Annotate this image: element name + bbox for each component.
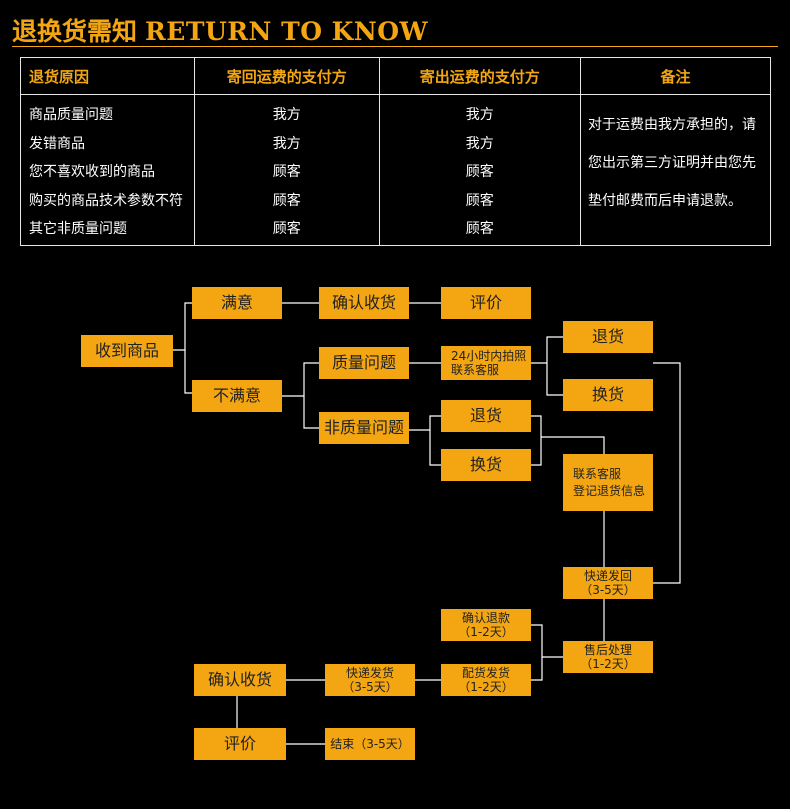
reason-cell: 购买的商品技术参数不符: [29, 192, 183, 209]
column-header-return-payer: 寄回运费的支付方: [193, 57, 380, 95]
node-express-ship-line2: （3-5天）: [342, 680, 398, 694]
node-confirm-refund: 确认退款（1-2天）: [441, 609, 531, 641]
return-payer-column: 我方 我方 顾客 顾客 顾客: [193, 94, 380, 246]
node-contact-24h: 24小时内拍照联系客服: [441, 346, 531, 380]
node-express-back-line2: （3-5天）: [580, 583, 636, 597]
send-payer-cell: 顾客: [465, 164, 494, 180]
connector-unsatisfied-quality: [282, 362, 319, 397]
node-contact-24h-line1: 24小时内拍照: [451, 348, 527, 363]
return-policy-table: 退货原因 寄回运费的支付方 寄出运费的支付方 备注 商品质量问题 发错商品 您不…: [20, 57, 771, 246]
reason-cell: 您不喜欢收到的商品: [29, 164, 155, 180]
node-non-quality-issue: 非质量问题: [319, 412, 409, 444]
node-return-mid: 退货: [441, 400, 531, 432]
node-confirm-refund-line1: 确认退款: [461, 610, 510, 625]
reason-cell: 其它非质量问题: [29, 221, 127, 237]
reason-column: 商品质量问题 发错商品 您不喜欢收到的商品 购买的商品技术参数不符 其它非质量问…: [20, 94, 195, 246]
node-ship-out-line1: 配货发货: [461, 665, 510, 680]
node-exchange-mid: 换货: [441, 449, 531, 481]
column-header-note: 备注: [580, 57, 771, 95]
connector-aftersales-ship: [531, 657, 543, 681]
connector-aftersales-refund: [531, 624, 563, 658]
node-confirm-refund-line2: （1-2天）: [458, 625, 514, 639]
note-line: 对于运费由我方承担的，请: [588, 117, 757, 133]
node-receive-goods: 收到商品: [81, 335, 173, 367]
node-express-ship: 快递发货（3-5天）: [325, 664, 415, 696]
connector-unsatisfied-nonquality: [303, 396, 319, 429]
node-quality-issue: 质量问题: [319, 347, 409, 379]
table-body-row: 商品质量问题 发错商品 您不喜欢收到的商品 购买的商品技术参数不符 其它非质量问…: [20, 94, 771, 246]
node-contact-register: 联系客服登记退货信息: [563, 454, 653, 511]
node-review-bottom: 评价: [194, 728, 286, 760]
node-confirm-receipt-bottom: 确认收货: [194, 664, 286, 696]
node-contact-24h-line2: 联系客服: [451, 363, 500, 377]
node-unsatisfied: 不满意: [192, 380, 282, 412]
reason-cell: 发错商品: [29, 135, 85, 152]
return-payer-cell: 我方: [272, 107, 301, 123]
connector-nonquality-return: [409, 415, 441, 431]
node-express-ship-line1: 快递发货: [345, 665, 394, 680]
return-payer-cell: 顾客: [272, 192, 301, 209]
node-express-back-line1: 快递发回: [583, 568, 632, 583]
send-payer-cell: 顾客: [465, 221, 494, 237]
node-return-top: 退货: [563, 321, 653, 353]
connector-mid-bracket: [531, 415, 542, 466]
node-satisfied: 满意: [192, 287, 282, 319]
connector-top-to-express-back: [653, 362, 681, 584]
node-end: 结束（3-5天）: [325, 728, 415, 760]
connector-receive-unsatisfied: [184, 350, 192, 394]
connector-contact-return: [531, 336, 563, 364]
connector-mid-to-register: [541, 436, 605, 454]
node-after-sales-line2: （1-2天）: [580, 657, 636, 671]
return-payer-cell: 顾客: [272, 164, 301, 180]
note-line: 垫付邮费而后申请退款。: [588, 193, 743, 209]
send-payer-cell: 我方: [465, 135, 494, 152]
title-chinese: 退换货需知: [12, 17, 138, 46]
node-ship-out-line2: （1-2天）: [458, 680, 514, 694]
node-after-sales-line1: 售后处理: [583, 642, 632, 657]
column-header-send-payer: 寄出运费的支付方: [378, 57, 582, 95]
node-exchange-top: 换货: [563, 379, 653, 411]
node-review-top: 评价: [441, 287, 531, 319]
column-header-reason: 退货原因: [20, 57, 195, 95]
connector-contact-exchange: [546, 363, 563, 396]
send-payer-cell: 我方: [465, 107, 494, 123]
node-express-back: 快递发回（3-5天）: [563, 567, 653, 599]
title-divider: [12, 46, 778, 47]
title-english: RETURN TO KNOW: [145, 17, 429, 46]
node-confirm-receipt-top: 确认收货: [319, 287, 409, 319]
return-payer-cell: 顾客: [272, 221, 301, 237]
table-header-row: 退货原因 寄回运费的支付方 寄出运费的支付方 备注: [20, 57, 771, 95]
return-payer-cell: 我方: [272, 135, 301, 152]
node-contact-register-line1: 联系客服: [573, 466, 622, 481]
node-after-sales: 售后处理（1-2天）: [563, 641, 653, 673]
connector-nonquality-exchange: [429, 430, 441, 466]
connector-receive-satisfied: [173, 302, 192, 351]
note-column: 对于运费由我方承担的，请 您出示第三方证明并由您先 垫付邮费而后申请退款。: [580, 94, 771, 246]
send-payer-column: 我方 我方 顾客 顾客 顾客: [378, 94, 582, 246]
reason-cell: 商品质量问题: [29, 107, 113, 123]
node-contact-register-line2: 登记退货信息: [573, 483, 646, 498]
send-payer-cell: 顾客: [465, 192, 494, 209]
node-ship-out: 配货发货（1-2天）: [441, 664, 531, 696]
note-line: 您出示第三方证明并由您先: [588, 155, 757, 171]
